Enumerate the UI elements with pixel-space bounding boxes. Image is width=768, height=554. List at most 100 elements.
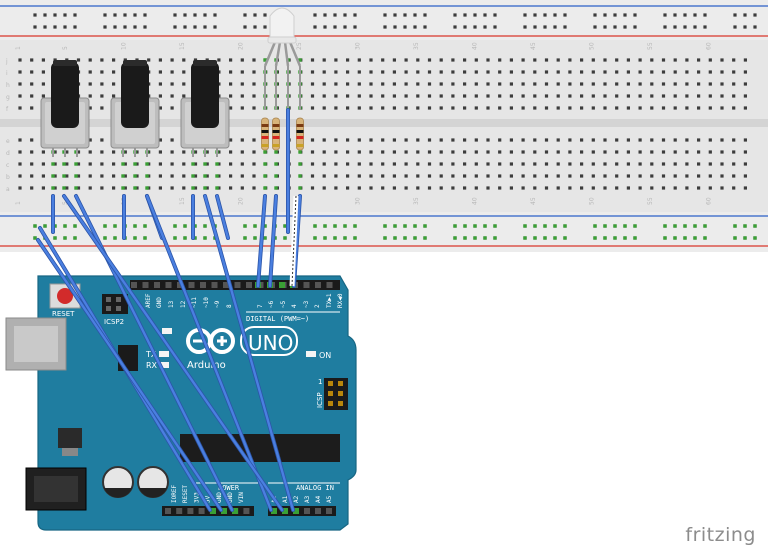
breadboard-hole — [240, 82, 244, 86]
breadboard-hole — [568, 174, 572, 178]
jumper-wire[interactable] — [203, 194, 295, 512]
header-pin[interactable] — [326, 282, 333, 288]
rail-hole — [63, 13, 67, 17]
connected-hole — [263, 186, 267, 190]
breadboard-hole — [556, 58, 560, 62]
rail-hole — [493, 13, 497, 17]
connected-rail-hole — [473, 236, 477, 240]
breadboard-hole — [392, 186, 396, 190]
header-pin[interactable] — [154, 282, 160, 288]
header-pin[interactable] — [304, 508, 310, 514]
breadboard-hole — [720, 94, 724, 98]
header-pin[interactable] — [234, 282, 241, 288]
breadboard-hole — [100, 106, 104, 110]
rgb-led — [263, 7, 302, 110]
jumper-wire[interactable] — [268, 194, 278, 288]
header-pin[interactable] — [198, 508, 205, 514]
header-pin[interactable] — [223, 282, 229, 288]
jumper-wire[interactable] — [62, 194, 284, 512]
header-pin[interactable] — [131, 282, 137, 288]
breadboard-hole — [112, 94, 116, 98]
reset-button-cap[interactable] — [57, 288, 73, 304]
rail-hole — [603, 13, 607, 17]
potentiometer-knob[interactable] — [121, 62, 149, 128]
connected-pin[interactable] — [271, 508, 277, 514]
breadboard-hole — [41, 58, 45, 62]
potentiometer-knob[interactable] — [51, 62, 79, 128]
connected-pin[interactable] — [282, 508, 288, 514]
connected-pin[interactable] — [293, 508, 299, 514]
potentiometer-knob[interactable] — [191, 62, 219, 128]
rail-hole — [483, 13, 487, 17]
connected-rail-hole — [693, 224, 697, 228]
breadboard-hole — [498, 174, 502, 178]
jumper-wire[interactable] — [36, 238, 223, 512]
header-pin[interactable] — [315, 282, 321, 288]
breadboard-hole — [451, 162, 455, 166]
rail-hole — [143, 13, 147, 17]
breadboard-hole — [240, 138, 244, 142]
breadboard-hole — [509, 138, 513, 142]
analog-header — [268, 506, 336, 516]
header-pin[interactable] — [165, 508, 171, 514]
breadboard-hole — [369, 106, 373, 110]
breadboard-hole — [743, 174, 747, 178]
header-pin[interactable] — [176, 508, 183, 514]
rail-hole — [123, 25, 127, 29]
breadboard-hole — [708, 138, 712, 142]
connected-rail-hole — [463, 236, 467, 240]
breadboard-hole — [661, 138, 666, 142]
connected-hole — [121, 162, 125, 166]
column-number: 30 — [354, 42, 361, 50]
header-pin[interactable] — [211, 282, 218, 288]
rail-hole — [623, 13, 627, 17]
breadboard-hole — [463, 186, 467, 190]
jumper-wire[interactable] — [145, 194, 273, 512]
breadboard-hole — [568, 162, 572, 166]
breadboard-hole — [568, 150, 572, 154]
breadboard-hole — [661, 186, 666, 190]
breadboard-hole — [533, 70, 537, 74]
breadboard-hole — [217, 174, 221, 178]
connected-pin[interactable] — [210, 508, 216, 514]
breadboard-hole — [673, 174, 677, 178]
connected-rail-hole — [353, 236, 357, 240]
breadboard-hole — [638, 58, 642, 62]
jumper-wire[interactable] — [256, 194, 267, 288]
breadboard-hole — [18, 94, 22, 98]
header-pin[interactable] — [243, 508, 250, 514]
breadboard-hole — [498, 150, 502, 154]
breadboard-hole — [369, 150, 373, 154]
header-pin[interactable] — [165, 282, 172, 288]
connected-rail-hole — [173, 236, 177, 240]
breadboard-hole — [334, 186, 338, 190]
breadboard-hole — [673, 70, 677, 74]
header-pin[interactable] — [200, 282, 206, 288]
jumper-wire[interactable] — [215, 194, 230, 240]
connected-pin[interactable] — [232, 508, 238, 514]
breadboard-hole — [182, 94, 186, 98]
breadboard-hole — [580, 58, 584, 62]
breadboard-hole — [369, 162, 373, 166]
breadboard-hole — [533, 58, 537, 62]
header-pin[interactable] — [303, 282, 310, 288]
breadboard-hole — [30, 70, 34, 74]
header-pin[interactable] — [246, 282, 252, 288]
header-pin[interactable] — [142, 282, 149, 288]
breadboard-hole — [685, 186, 689, 190]
rail-hole — [173, 13, 177, 17]
connected-pin[interactable] — [279, 282, 285, 288]
breadboard-hole — [626, 70, 630, 74]
connected-pin[interactable] — [221, 508, 227, 514]
breadboard-hole — [615, 138, 619, 142]
breadboard-hole — [650, 70, 654, 74]
breadboard-hole — [334, 162, 338, 166]
header-pin[interactable] — [315, 508, 321, 514]
rail-hole — [183, 13, 187, 17]
selected-wire[interactable] — [291, 195, 297, 287]
rail-hole — [333, 25, 337, 29]
header-pin[interactable] — [326, 508, 332, 514]
header-pin[interactable] — [188, 282, 195, 288]
digital-pin-label: RX◀0 — [337, 293, 344, 308]
header-pin[interactable] — [187, 508, 194, 514]
